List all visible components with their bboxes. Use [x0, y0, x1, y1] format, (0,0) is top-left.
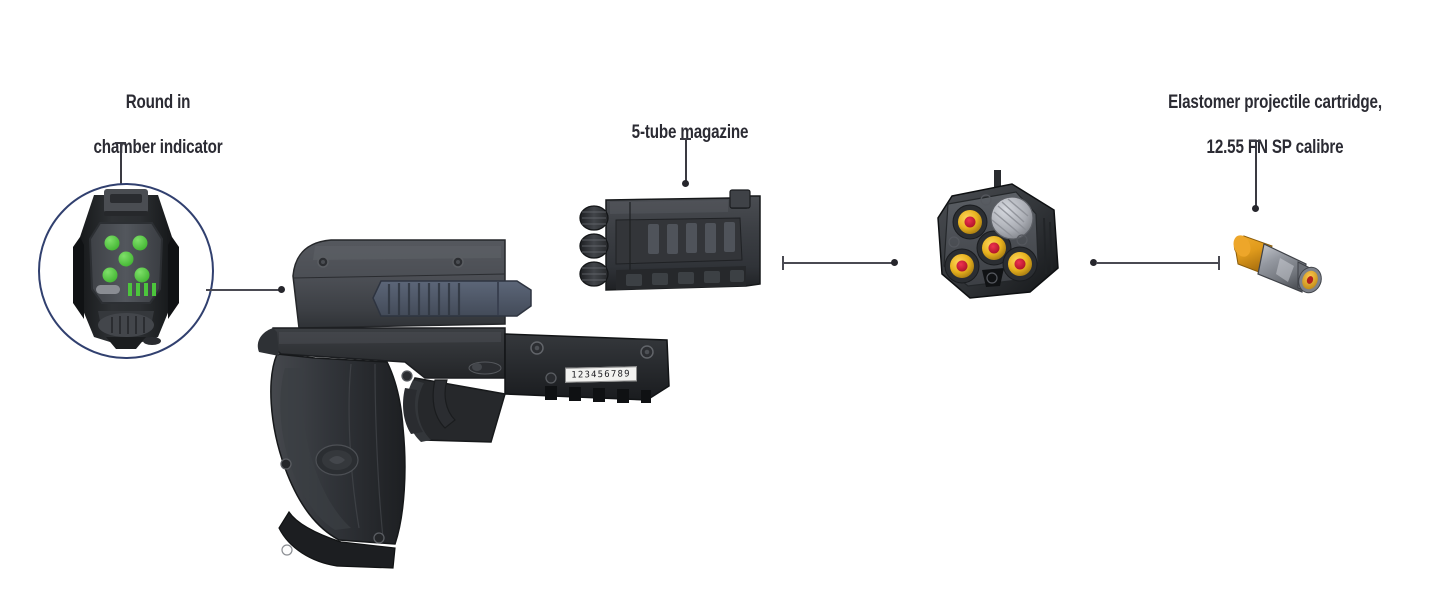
callout-label-cartridge: Elastomer projectile cartridge, 12.55 FN…: [1131, 70, 1419, 160]
magazine-illustration: [570, 186, 780, 311]
cartridge-case: [1257, 243, 1307, 293]
cartridge-face: [1002, 246, 1038, 282]
callout-label-line1: Elastomer projectile cartridge,: [1168, 92, 1382, 114]
connector-line-1: [782, 262, 895, 264]
callout-label-line2: 12.55 FN SP calibre: [1206, 137, 1344, 159]
serial-number-plate: 123456789: [565, 366, 637, 383]
serial-number-text: 123456789: [571, 368, 631, 381]
leader-line-round-in-chamber: [120, 142, 122, 184]
led-indicator: [132, 235, 148, 251]
callout-label-line2: chamber indicator: [93, 137, 223, 159]
callout-label-line1: 5-tube magazine: [631, 122, 749, 144]
led-indicator: [104, 235, 120, 251]
inset-connector-line: [206, 289, 284, 291]
led-bar: [152, 283, 156, 296]
magazine-knob: [990, 196, 1034, 240]
cartridge-illustration: [1228, 230, 1338, 310]
magazine-front-illustration: [912, 170, 1072, 325]
callout-label-magazine: 5-tube magazine: [574, 100, 806, 145]
led-bar: [136, 283, 140, 296]
led-indicator: [102, 267, 118, 283]
cartridge-face: [944, 248, 980, 284]
indicator-inset-circle: [38, 183, 214, 359]
cartridge-base: [1298, 266, 1322, 294]
leader-line-magazine: [685, 138, 687, 183]
connector-line-2: [1096, 262, 1218, 264]
pistol-trigger: [432, 379, 456, 429]
indicator-inset-art: [73, 189, 179, 349]
inset-connector-dot: [278, 286, 285, 293]
leader-line-cartridge: [1255, 140, 1257, 208]
led-indicator: [118, 251, 134, 267]
magazine-tube-cluster: [579, 205, 609, 287]
leader-dot-cartridge: [1252, 205, 1259, 212]
callout-label-round-in-chamber: Round in chamber indicator: [42, 70, 274, 160]
cartridge-face: [976, 230, 1012, 266]
led-bar: [144, 283, 148, 296]
pistol-serration-panel: [372, 280, 532, 317]
pistol-illustration: [255, 228, 695, 588]
led-bar: [128, 283, 132, 296]
connector-dot-left-2: [1090, 259, 1097, 266]
leader-dot-magazine: [682, 180, 689, 187]
connector-cap-right-2: [1218, 256, 1220, 270]
led-indicator: [134, 267, 150, 283]
callout-label-line1: Round in: [125, 92, 191, 114]
connector-dot-right-1: [891, 259, 898, 266]
cartridge-face: [952, 204, 988, 240]
